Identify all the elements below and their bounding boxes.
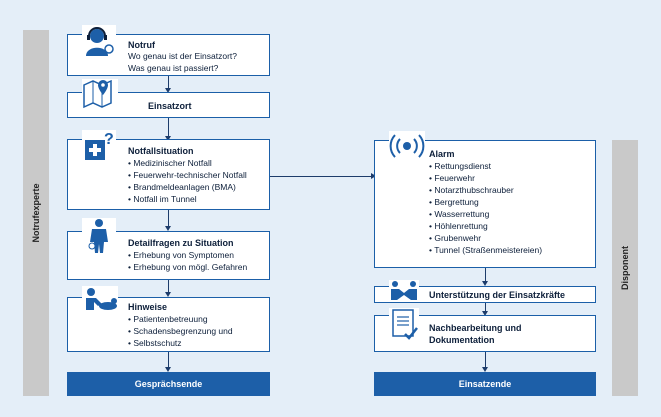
einsatzort-title: Einsatzort bbox=[148, 101, 192, 111]
nachbearbeitung-title-line: Nachbearbeitung und bbox=[429, 323, 522, 333]
notruf-box: Notruf Wo genau ist der Einsatzort? Was … bbox=[67, 25, 270, 76]
unterstuetzung-box: Unterstützung der Einsatzkräfte bbox=[374, 280, 596, 303]
arrow bbox=[482, 281, 488, 286]
list-item: Wasserrettung bbox=[429, 208, 542, 220]
left-role-label: Notrufexperte bbox=[31, 183, 41, 243]
svg-text:?: ? bbox=[104, 131, 114, 148]
alarm-title: Alarm bbox=[429, 149, 455, 159]
list-item: Selbstschutz bbox=[128, 337, 233, 349]
nachbearbeitung-title-line: Dokumentation bbox=[429, 335, 495, 345]
arrow bbox=[165, 292, 171, 297]
connector bbox=[168, 352, 169, 370]
list-item: Feuerwehr bbox=[429, 172, 542, 184]
headset-operator-icon bbox=[82, 25, 116, 57]
handshake-icon bbox=[389, 280, 419, 302]
first-aid-person-icon bbox=[82, 286, 118, 312]
arrow bbox=[165, 226, 171, 231]
list-item: Brandmeldeanlagen (BMA) bbox=[128, 181, 247, 193]
arrow bbox=[165, 367, 171, 372]
medical-question-icon: ? bbox=[82, 130, 116, 162]
unterstuetzung-title: Unterstützung der Einsatzkräfte bbox=[429, 290, 566, 300]
arrow bbox=[482, 367, 488, 372]
list-item: Grubenwehr bbox=[429, 232, 542, 244]
document-check-icon bbox=[389, 308, 419, 342]
list-item: Rettungsdienst bbox=[429, 160, 542, 172]
arrow bbox=[371, 173, 376, 179]
alarm-box: Alarm Rettungsdienst Feuerwehr Notarzthu… bbox=[374, 131, 596, 268]
notruf-line: Was genau ist passiert? bbox=[128, 63, 219, 73]
list-item: Schadensbegrenzung und bbox=[128, 325, 232, 337]
list-item: Erhebung von Symptomen bbox=[128, 249, 247, 261]
injured-person-icon bbox=[82, 218, 116, 254]
list-item: Feuerwehr-technischer Notfall bbox=[128, 169, 246, 181]
einsatzort-box: Einsatzort bbox=[67, 79, 270, 118]
hinweise-list: Patientenbetreuung Schadensbegrenzung un… bbox=[128, 313, 233, 349]
connector bbox=[485, 352, 486, 370]
hinweise-title: Hinweise bbox=[128, 302, 168, 312]
arrow bbox=[482, 311, 488, 316]
arrow bbox=[165, 136, 171, 141]
connector bbox=[168, 118, 169, 138]
notfallsituation-list: Medizinischer Notfall Feuerwehr-technisc… bbox=[128, 157, 247, 205]
notfallsituation-title: Notfallsituation bbox=[128, 146, 194, 156]
connector bbox=[270, 176, 372, 177]
connector bbox=[168, 280, 169, 294]
list-item: Bergrettung bbox=[429, 196, 542, 208]
detailfragen-title: Detailfragen zu Situation bbox=[128, 238, 234, 248]
arrow bbox=[165, 88, 171, 93]
list-item: Erhebung von mögl. Gefahren bbox=[128, 261, 247, 273]
connector bbox=[485, 268, 486, 284]
list-item: Notfall im Tunnel bbox=[128, 193, 247, 205]
alarm-signal-icon bbox=[389, 131, 425, 161]
notruf-lines: Wo genau ist der Einsatzort? Was genau i… bbox=[128, 50, 237, 74]
list-item: Höhlenrettung bbox=[429, 220, 542, 232]
nachbearbeitung-box: Nachbearbeitung und Dokumentation bbox=[374, 308, 596, 352]
list-item: Medizinischer Notfall bbox=[128, 157, 247, 169]
connector bbox=[168, 210, 169, 228]
notruf-line: Wo genau ist der Einsatzort? bbox=[128, 51, 237, 61]
list-item: Tunnel (Straßenmeistereien) bbox=[429, 244, 542, 256]
detailfragen-list: Erhebung von Symptomen Erhebung von mögl… bbox=[128, 249, 247, 273]
map-pin-icon bbox=[82, 79, 118, 109]
detailfragen-box: Detailfragen zu Situation Erhebung von S… bbox=[67, 218, 270, 280]
gespraechsende-bar: Gesprächsende bbox=[67, 372, 270, 396]
einsatzende-bar: Einsatzende bbox=[374, 372, 596, 396]
right-role-label: Disponent bbox=[620, 246, 630, 290]
notfallsituation-box: ? Notfallsituation Medizinischer Notfall… bbox=[67, 130, 270, 210]
connector bbox=[485, 303, 486, 313]
notruf-title: Notruf bbox=[128, 40, 155, 50]
left-role-bar: Notrufexperte bbox=[23, 30, 49, 396]
connector bbox=[168, 76, 169, 90]
list-item: Notarzthubschrauber bbox=[429, 184, 542, 196]
list-item: Patientenbetreuung bbox=[128, 313, 233, 325]
right-role-bar: Disponent bbox=[612, 140, 638, 396]
nachbearbeitung-title: Nachbearbeitung und Dokumentation bbox=[429, 322, 522, 346]
alarm-list: Rettungsdienst Feuerwehr Notarzthubschra… bbox=[429, 160, 542, 256]
hinweise-box: Hinweise Patientenbetreuung Schadensbegr… bbox=[67, 286, 270, 352]
